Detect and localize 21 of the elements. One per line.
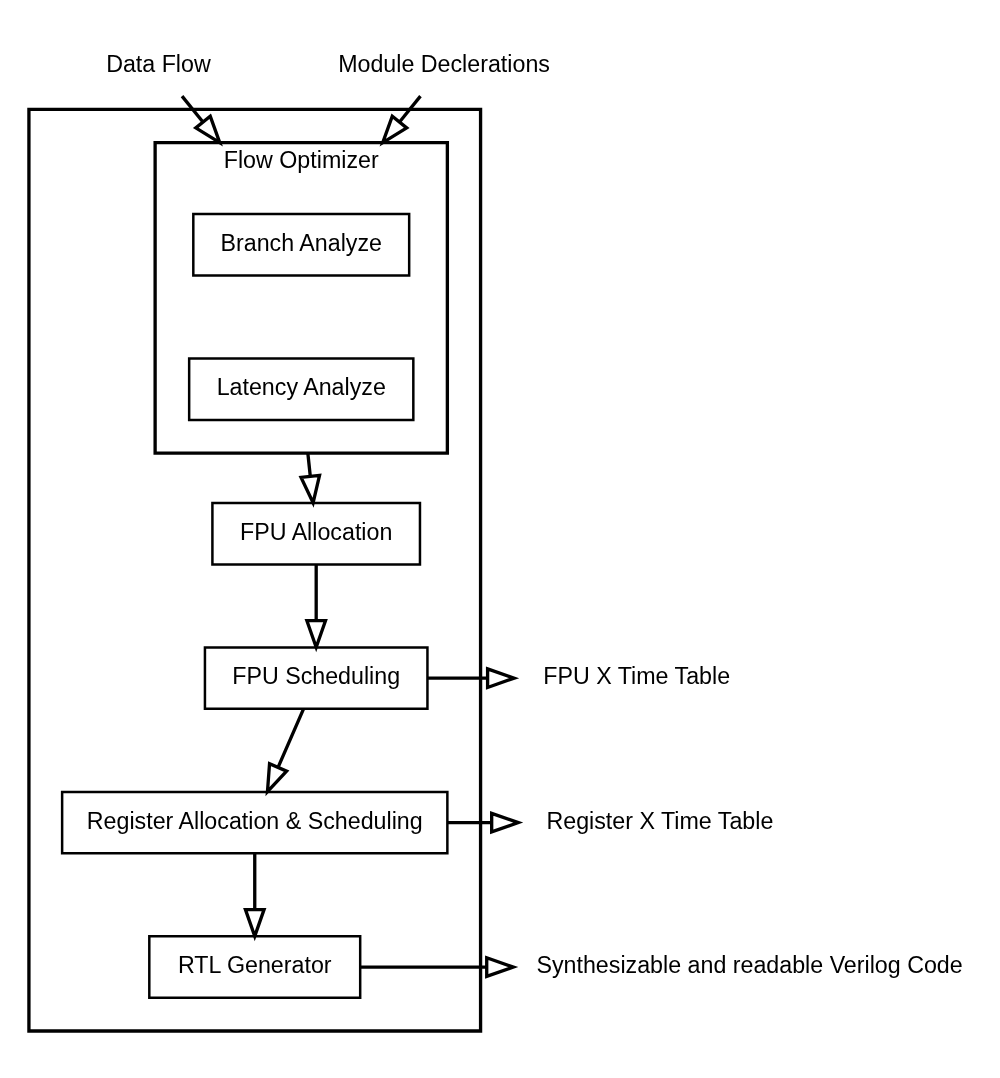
node-box: Register Allocation & Scheduling: [60, 790, 449, 855]
arrow: [379, 94, 422, 147]
arrow: [298, 452, 322, 508]
arrow: [180, 94, 223, 147]
node-box: Branch Analyze: [191, 212, 410, 277]
node-text: Register X Time Table: [545, 807, 773, 834]
arrow: [242, 853, 266, 941]
node-box: RTL Generator: [147, 934, 361, 999]
arrow: [447, 810, 523, 834]
node-text: FPU X Time Table: [542, 662, 730, 689]
node-text: Data Flow: [105, 50, 211, 77]
node-box: FPU Allocation: [210, 501, 421, 566]
node-text: Synthesizable and readable Verilog Code: [535, 951, 963, 978]
arrow: [427, 666, 519, 690]
cluster: [26, 107, 482, 1033]
node-box: Latency Analyze: [187, 356, 415, 421]
node-text: Module Declerations: [337, 50, 550, 77]
node-box: FPU Scheduling: [203, 645, 429, 710]
arrow: [304, 564, 328, 652]
arrow: [360, 954, 518, 979]
arrow: [264, 707, 305, 796]
